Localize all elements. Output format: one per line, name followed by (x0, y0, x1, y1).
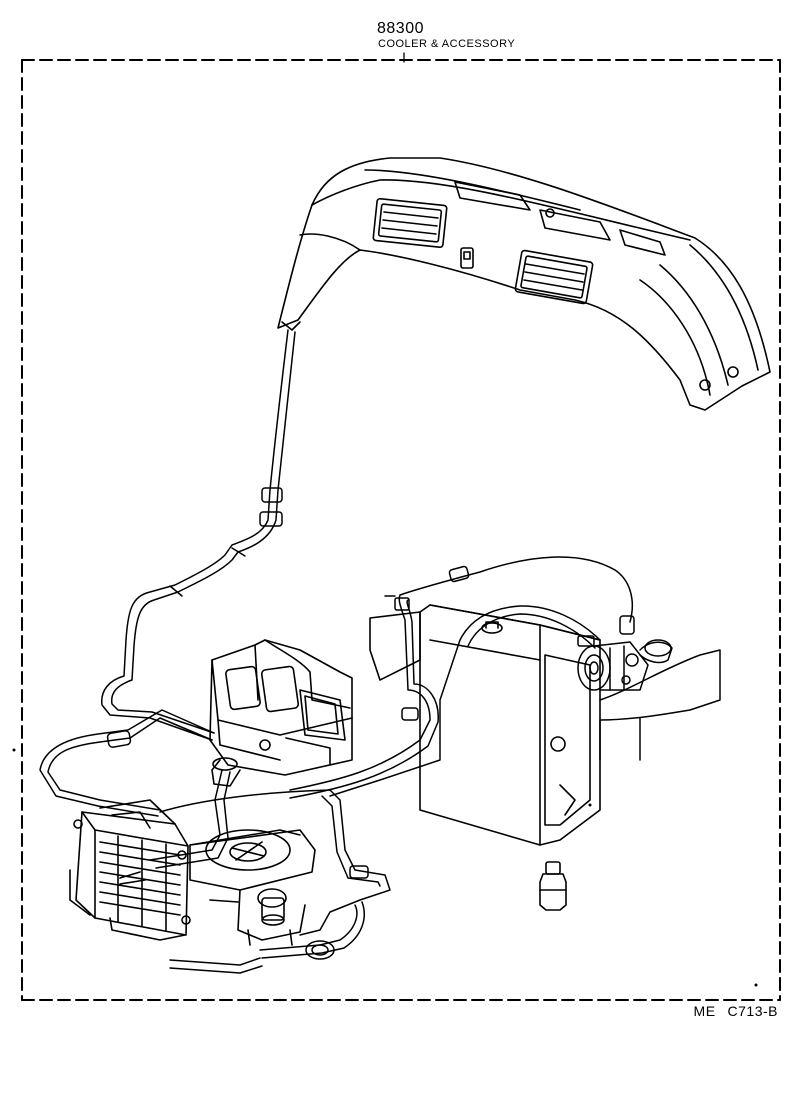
speck (12, 748, 16, 752)
part-name: COOLER & ACCESSORY (378, 38, 516, 50)
radiator (369, 604, 601, 846)
engine-and-compressor (577, 639, 721, 761)
refrigerant-lines (39, 329, 635, 974)
part-code: 88300 (377, 20, 424, 37)
condenser (69, 799, 191, 941)
receiver-bottle (539, 861, 567, 911)
speck (754, 983, 758, 987)
speck (588, 803, 592, 807)
cooling-unit (209, 639, 353, 787)
dashed-border-frame (21, 59, 781, 1001)
dash-duct-panel (277, 157, 771, 411)
blower-assembly (189, 829, 316, 946)
ref-prefix: ME (693, 1003, 716, 1019)
diagram-reference: ME C713-B (694, 1003, 778, 1019)
ref-code: C713-B (727, 1003, 778, 1019)
